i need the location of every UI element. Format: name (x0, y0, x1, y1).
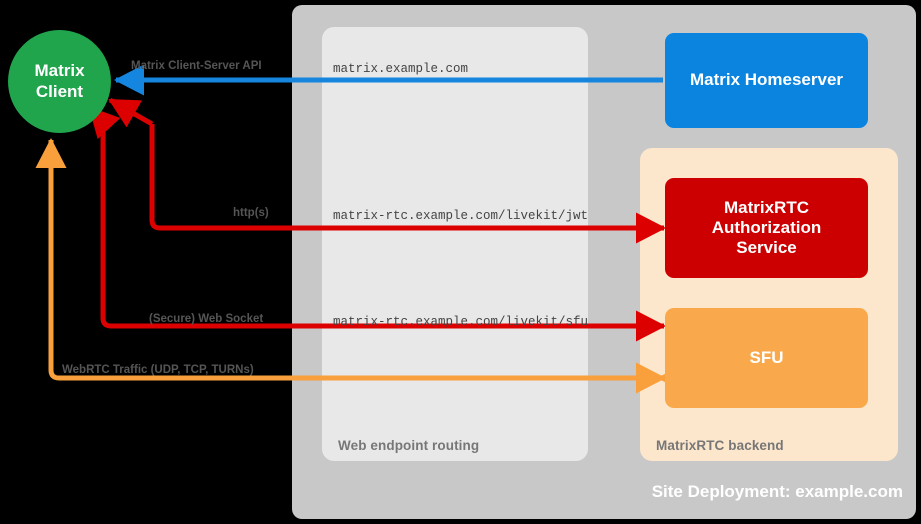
site-deployment-label: Site Deployment: example.com (651, 482, 903, 501)
edge-label-http: http(s) (233, 207, 269, 219)
matrix-client-label-line1: Matrix (34, 61, 85, 81)
auth-label-line2: Authorization (711, 217, 822, 237)
matrixrtc-authorization-service-node[interactable]: MatrixRTC Authorization Service (665, 178, 868, 278)
matrix-homeserver-label: Matrix Homeserver (689, 70, 844, 90)
matrix-client-label-line2: Client (35, 81, 84, 101)
matrix-homeserver-node[interactable]: Matrix Homeserver (665, 33, 868, 128)
matrixrtc-backend-label: MatrixRTC backend (656, 438, 784, 453)
edge-webrtc (35, 137, 687, 394)
edge-label-websocket: (Secure) Web Socket (149, 313, 264, 325)
edge-label-webrtc: WebRTC Traffic (UDP, TCP, TURNs) (62, 364, 254, 376)
sfu-label: SFU (749, 347, 784, 367)
sfu-node[interactable]: SFU (665, 308, 868, 408)
matrix-client-node[interactable]: Matrix Client (8, 30, 111, 133)
endpoint-matrix-example-com: matrix.example.com (333, 62, 469, 76)
auth-label-line3: Service (736, 238, 797, 258)
endpoint-livekit-jwt: matrix-rtc.example.com/livekit/jwt (333, 209, 589, 223)
edge-label-cs-api: Matrix Client-Server API (131, 60, 262, 72)
edge-arrowheads-right (636, 212, 667, 394)
auth-label-line1: MatrixRTC (723, 197, 809, 217)
endpoint-livekit-sfu: matrix-rtc.example.com/livekit/sfu (333, 315, 589, 329)
web-endpoint-routing-label: Web endpoint routing (338, 438, 480, 453)
